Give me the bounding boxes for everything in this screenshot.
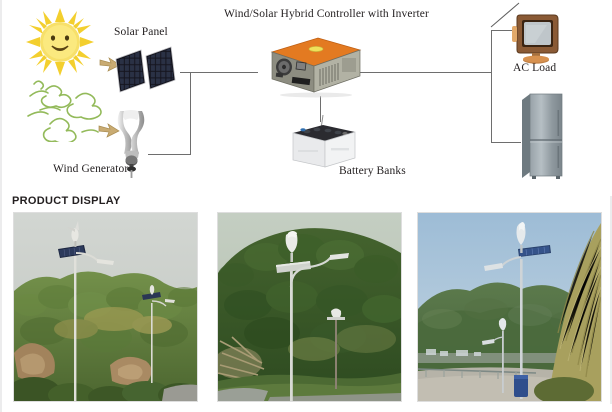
refrigerator-icon [518, 92, 564, 182]
label-battery-banks: Battery Banks [339, 165, 406, 177]
product-photo-1[interactable] [13, 212, 198, 402]
wire-panel-to-bus [180, 72, 258, 73]
product-display-title: PRODUCT DISPLAY [12, 195, 121, 207]
wind-swirls-icon [24, 76, 124, 145]
wire-turbine-to-bus [148, 154, 191, 155]
wire-inverter-to-battery [320, 96, 321, 122]
label-ac-load: AC Load [513, 62, 557, 74]
product-photo-2[interactable] [217, 212, 402, 402]
sun-icon [26, 8, 94, 76]
page-bottom-spacer [2, 404, 612, 412]
product-photo-3[interactable] [417, 212, 602, 402]
wire-inverter-to-load [360, 72, 492, 73]
tv-antenna-icon [486, 2, 520, 28]
wire-to-tv [491, 30, 517, 31]
wire-bus-vertical [190, 72, 191, 154]
solar-panel-icon [114, 45, 182, 93]
arrow-right-icon [98, 122, 120, 140]
label-controller: Wind/Solar Hybrid Controller with Invert… [224, 8, 429, 20]
system-diagram: Wind/Solar Hybrid Controller with Invert… [2, 0, 612, 196]
wire-to-fridge [491, 142, 521, 143]
battery-icon [287, 114, 359, 171]
arrow-right-icon [99, 56, 121, 74]
vertical-axis-wind-turbine-icon [110, 108, 154, 178]
crt-television-icon [510, 14, 564, 66]
label-wind-generator: Wind Generator [53, 163, 129, 175]
hybrid-controller-inverter-icon [260, 36, 364, 98]
wire-load-vertical [491, 30, 492, 142]
product-photo-gallery [2, 212, 612, 412]
label-solar-panel: Solar Panel [114, 26, 168, 38]
